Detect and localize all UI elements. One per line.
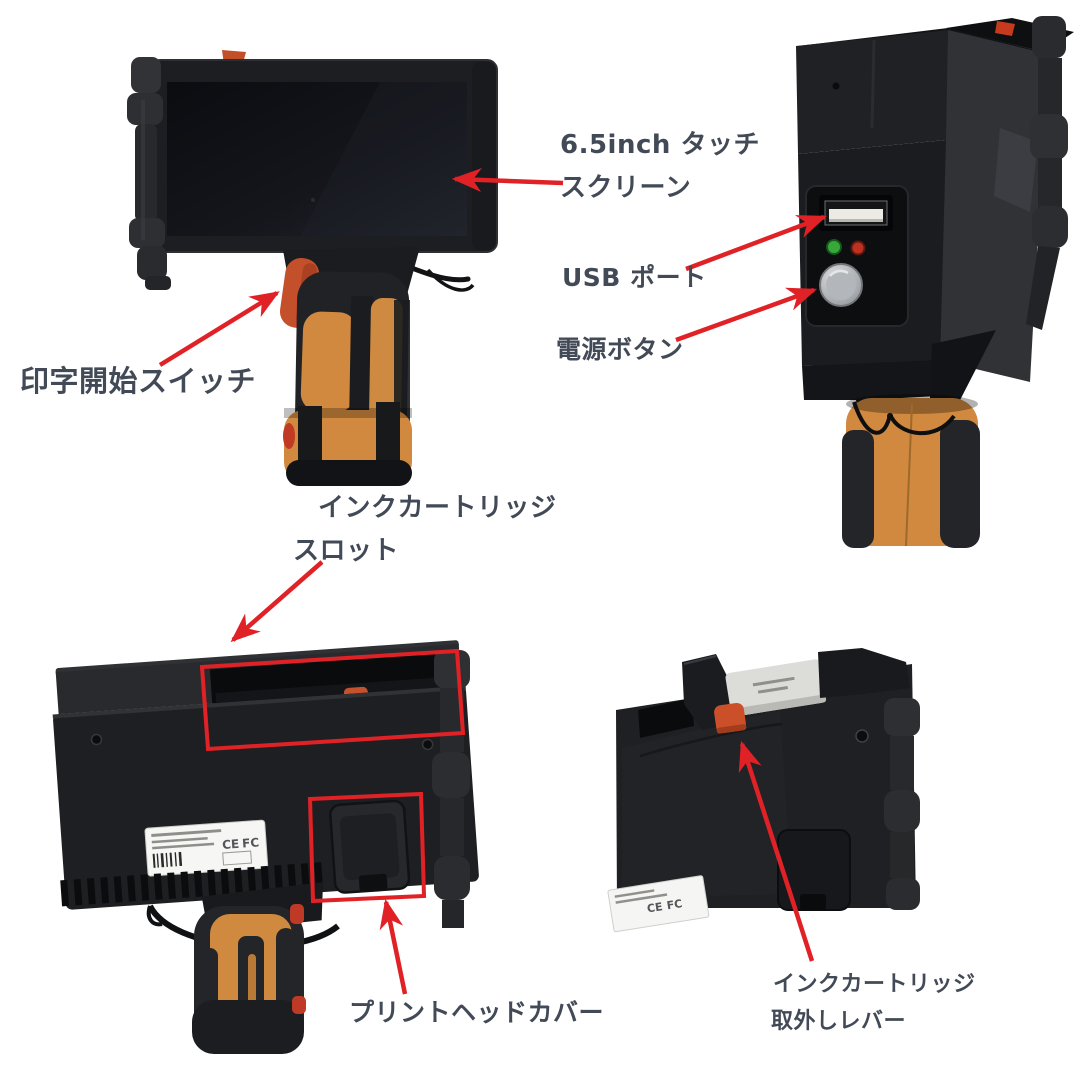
red-tip bbox=[995, 21, 1015, 36]
label-touchscreen-line2: スクリーン bbox=[560, 173, 692, 203]
battery-base bbox=[283, 402, 412, 486]
touchscreen-display bbox=[167, 82, 467, 236]
ce-mark: CE bbox=[222, 837, 240, 852]
label-ink-slot-line2: スロット bbox=[293, 536, 400, 566]
screw bbox=[855, 729, 869, 743]
fc-mark: FC bbox=[666, 897, 683, 912]
screen-hinge-rail bbox=[127, 57, 171, 290]
back-hinge-rail bbox=[432, 650, 470, 928]
label-ink-slot-line1: インクカートリッジ bbox=[318, 493, 557, 523]
label-touchscreen-line1: 6.5inch タッチ bbox=[560, 130, 760, 160]
label-cartridge-lever-line1: インクカートリッジ bbox=[773, 972, 976, 997]
usb-port bbox=[819, 195, 893, 231]
screw bbox=[90, 733, 103, 746]
power-button bbox=[819, 263, 863, 307]
green-led bbox=[826, 239, 842, 255]
product-label-sticker: CE FC bbox=[144, 819, 269, 877]
highlight-box-ink-slot bbox=[199, 648, 466, 752]
arrow-usb-port bbox=[685, 214, 828, 272]
screw bbox=[421, 738, 434, 751]
back-handle-grip bbox=[192, 904, 306, 1054]
label-print-start-switch: 印字開始スイッチ bbox=[20, 364, 257, 398]
cartridge-release-lever bbox=[714, 702, 747, 734]
closeup-hinge-rail bbox=[884, 698, 920, 910]
label-power-button: 電源ボタン bbox=[556, 335, 684, 364]
arrow-cartridge-lever bbox=[738, 740, 815, 962]
photo-front-view bbox=[127, 50, 498, 486]
fc-mark: FC bbox=[242, 835, 260, 850]
arrow-print-head-cover bbox=[379, 898, 408, 995]
photo-back-view: CE FC bbox=[52, 640, 479, 1054]
arrow-print-start-switch bbox=[158, 291, 280, 367]
vent-slots bbox=[60, 862, 324, 907]
label-usb-port: USB ポート bbox=[562, 263, 707, 292]
photo-side-view bbox=[796, 16, 1074, 548]
side-hinge-rail bbox=[1026, 16, 1068, 330]
ce-mark: CE bbox=[646, 900, 663, 915]
arrow-touchscreen bbox=[451, 168, 564, 192]
arrow-power-button bbox=[675, 287, 818, 343]
ink-cartridge bbox=[725, 659, 827, 717]
arrow-ink-slot bbox=[230, 560, 324, 643]
label-cartridge-lever-line2: 取外しレバー bbox=[771, 1009, 907, 1034]
print-head-cover bbox=[329, 799, 411, 894]
red-led bbox=[850, 240, 866, 256]
photo-cartridge-closeup: CE FC bbox=[607, 648, 920, 933]
closeup-product-label: CE FC bbox=[607, 875, 710, 933]
side-handle-grip bbox=[842, 394, 980, 548]
highlight-box-print-head-cover bbox=[307, 791, 427, 904]
side-sticker bbox=[994, 128, 1038, 212]
closeup-recessed-cover bbox=[777, 829, 851, 911]
label-print-head-cover: プリントヘッドカバー bbox=[349, 998, 605, 1027]
